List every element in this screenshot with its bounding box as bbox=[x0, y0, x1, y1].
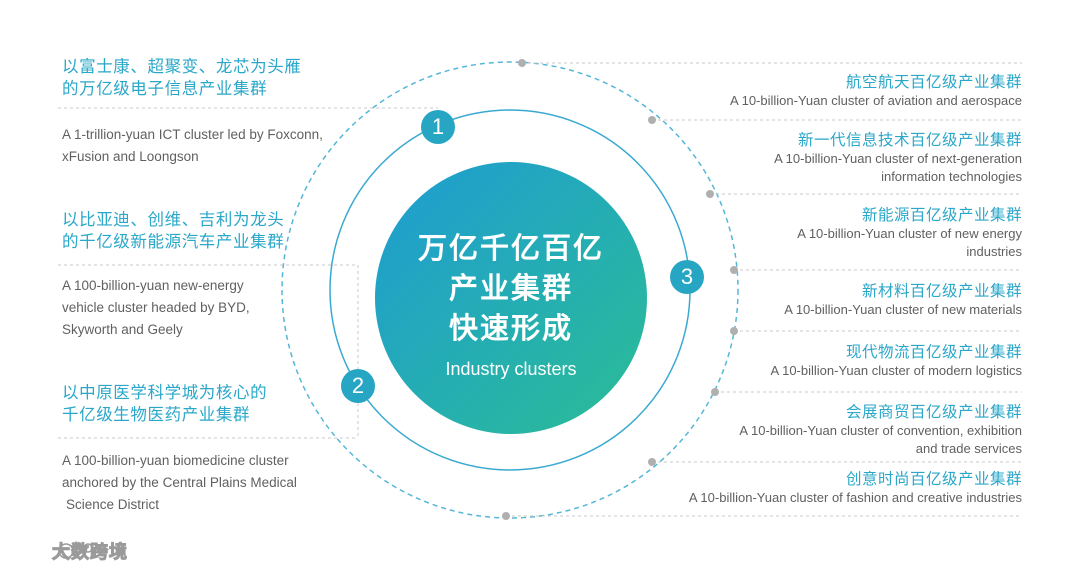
title-line: 的千亿级新能源汽车产业集群 bbox=[62, 232, 285, 251]
title-line: 的万亿级电子信息产业集群 bbox=[62, 79, 268, 98]
badge-2: 2 bbox=[341, 369, 375, 403]
desc-line: vehicle cluster headed by BYD, bbox=[62, 300, 250, 315]
desc-line: Skyworth and Geely bbox=[62, 322, 183, 337]
center-subtitle: Industry clusters bbox=[445, 359, 577, 379]
left-cluster-3-desc: A 100-billion-yuan biomedicine cluster a… bbox=[62, 450, 297, 516]
center-title: 万亿千亿百亿 产业集群 快速形成 bbox=[378, 228, 644, 348]
right-cluster-title: 会展商贸百亿级产业集群 bbox=[845, 403, 1022, 421]
right-cluster-desc: information technologies bbox=[881, 169, 1022, 184]
left-cluster-2-title: 以比亚迪、创维、吉利为龙头 的千亿级新能源汽车产业集群 bbox=[62, 209, 284, 253]
right-cluster-title: 新能源百亿级产业集群 bbox=[861, 206, 1022, 224]
left-cluster-1-desc: A 1-trillion-yuan ICT cluster led by Fox… bbox=[62, 124, 323, 168]
desc-line: anchored by the Central Plains Medical bbox=[62, 475, 297, 490]
title-line: 以富士康、超聚变、龙芯为头雁 bbox=[62, 57, 302, 76]
badge-1: 1 bbox=[421, 110, 455, 144]
left-cluster-1-title: 以富士康、超聚变、龙芯为头雁 的万亿级电子信息产业集群 bbox=[62, 56, 301, 100]
title-line: 千亿级生物医药产业集群 bbox=[62, 405, 251, 424]
right-cluster-7: 创意时尚百亿级产业集群 A 10-billion-Yuan cluster of… bbox=[689, 469, 1022, 507]
center-title-line: 产业集群 bbox=[448, 271, 573, 305]
left-cluster-2-desc: A 100-billion-yuan new-energy vehicle cl… bbox=[62, 275, 250, 341]
right-cluster-desc: industries bbox=[966, 244, 1022, 259]
right-cluster-title: 新材料百亿级产业集群 bbox=[861, 282, 1022, 300]
right-cluster-desc: A 10-billion-Yuan cluster of new energy bbox=[797, 226, 1022, 241]
right-cluster-title: 新一代信息技术百亿级产业集群 bbox=[797, 131, 1022, 149]
title-line: 以比亚迪、创维、吉利为龙头 bbox=[62, 210, 285, 229]
right-cluster-desc: A 10-billion-Yuan cluster of aviation an… bbox=[730, 93, 1022, 108]
desc-line: xFusion and Loongson bbox=[62, 149, 199, 164]
center-title-line: 快速形成 bbox=[448, 311, 573, 345]
badge-3: 3 bbox=[670, 260, 704, 294]
watermark-logo-icon bbox=[58, 543, 93, 559]
desc-line: A 100-billion-yuan new-energy bbox=[62, 278, 244, 293]
left-dividers bbox=[58, 107, 438, 439]
center-disc bbox=[375, 162, 647, 434]
desc-line: Science District bbox=[66, 497, 160, 512]
right-cluster-desc: A 10-billion-Yuan cluster of convention,… bbox=[739, 423, 1022, 438]
right-cluster-2: 新一代信息技术百亿级产业集群 A 10-billion-Yuan cluster… bbox=[774, 130, 1022, 186]
right-cluster-desc: A 10-billion-Yuan cluster of modern logi… bbox=[770, 363, 1022, 378]
right-cluster-3: 新能源百亿级产业集群 A 10-billion-Yuan cluster of … bbox=[797, 205, 1022, 261]
watermark-text: 大数跨境 bbox=[52, 542, 128, 564]
right-cluster-desc: A 10-billion-Yuan cluster of fashion and… bbox=[688, 490, 1022, 505]
right-cluster-desc: A 10-billion-Yuan cluster of new materia… bbox=[784, 302, 1022, 317]
right-cluster-desc: and trade services bbox=[915, 441, 1022, 456]
right-cluster-title: 现代物流百亿级产业集群 bbox=[845, 343, 1022, 361]
outer-dashed-ring bbox=[281, 61, 739, 519]
right-cluster-title: 航空航天百亿级产业集群 bbox=[845, 73, 1022, 91]
right-cluster-desc: A 10-billion-Yuan cluster of next-genera… bbox=[774, 151, 1022, 166]
center-title-line: 万亿千亿百亿 bbox=[417, 231, 604, 265]
desc-line: A 1-trillion-yuan ICT cluster led by Fox… bbox=[62, 127, 323, 142]
right-cluster-4: 新材料百亿级产业集群 A 10-billion-Yuan cluster of … bbox=[784, 281, 1022, 319]
ring-dots bbox=[502, 59, 738, 520]
left-cluster-3-title: 以中原医学科学城为核心的 千亿级生物医药产业集群 bbox=[62, 382, 267, 426]
title-line: 以中原医学科学城为核心的 bbox=[62, 383, 268, 402]
right-cluster-6: 会展商贸百亿级产业集群 A 10-billion-Yuan cluster of… bbox=[739, 402, 1022, 458]
right-cluster-1: 航空航天百亿级产业集群 A 10-billion-Yuan cluster of… bbox=[730, 72, 1022, 110]
desc-line: A 100-billion-yuan biomedicine cluster bbox=[62, 453, 289, 468]
right-dividers bbox=[506, 62, 1022, 517]
right-cluster-title: 创意时尚百亿级产业集群 bbox=[845, 470, 1022, 488]
right-cluster-5: 现代物流百亿级产业集群 A 10-billion-Yuan cluster of… bbox=[771, 342, 1022, 380]
